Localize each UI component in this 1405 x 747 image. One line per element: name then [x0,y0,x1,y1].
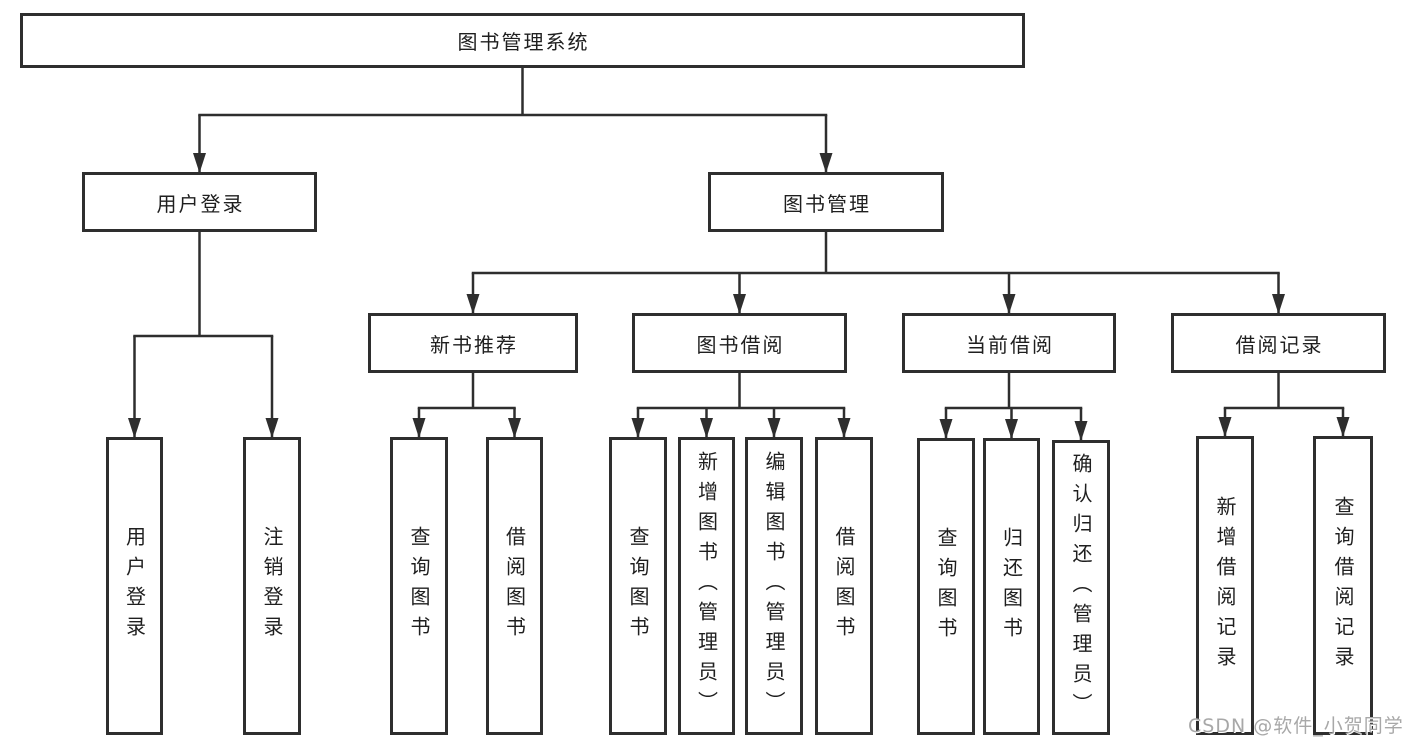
node-label: 图书管理 [783,191,871,216]
node-label: 图书管理系统 [457,30,590,54]
node-label: 新增借阅记录 [1213,495,1237,676]
node-label: 查询图书 [407,526,431,646]
node-label: 图书借阅 [696,332,785,357]
node-add-borrow-record: 新增借阅记录 [1196,436,1254,735]
node-root: 图书管理系统 [20,13,1025,68]
node-borrow-books-borrowing: 借阅图书 [815,437,873,735]
node-label: 注销登录 [260,526,284,646]
watermark: CSDN @软件_小贺同学 [1188,715,1404,737]
node-label: 查询图书 [934,526,958,647]
node-confirm-return-admin: 确认归还（管理员） [1052,440,1110,735]
node-query-borrow-record: 查询借阅记录 [1313,436,1373,735]
node-return-books: 归还图书 [983,438,1040,735]
node-borrow-books-recommend: 借阅图书 [486,437,543,735]
node-current-borrowing: 当前借阅 [902,313,1116,373]
node-book-borrowing: 图书借阅 [632,313,847,373]
node-edit-book-admin: 编辑图书（管理员） [745,437,803,735]
node-borrow-records: 借阅记录 [1171,313,1386,373]
node-label: 归还图书 [999,526,1024,647]
node-label: 新增图书（管理员） [694,451,719,721]
node-query-books-recommend: 查询图书 [390,437,448,735]
node-add-book-admin: 新增图书（管理员） [678,437,735,735]
node-query-books-borrowing: 查询图书 [609,437,667,735]
node-logout-action: 注销登录 [243,437,301,735]
node-label: 当前借阅 [966,332,1054,357]
node-label: 查询借阅记录 [1331,495,1355,676]
node-label: 确认归还（管理员） [1069,452,1093,723]
node-user-login-action: 用户登录 [106,437,163,735]
node-user-login: 用户登录 [82,172,317,232]
node-label: 编辑图书（管理员） [762,451,786,721]
node-label: 借阅图书 [832,526,856,646]
node-label: 借阅记录 [1235,332,1324,357]
node-label: 用户登录 [156,191,245,216]
node-query-books-current: 查询图书 [917,438,975,735]
node-new-book-recommend: 新书推荐 [368,313,578,373]
node-label: 新书推荐 [430,332,518,357]
node-book-management: 图书管理 [708,172,944,232]
node-label: 查询图书 [626,526,650,646]
node-label: 用户登录 [122,526,147,646]
node-label: 借阅图书 [502,526,527,646]
